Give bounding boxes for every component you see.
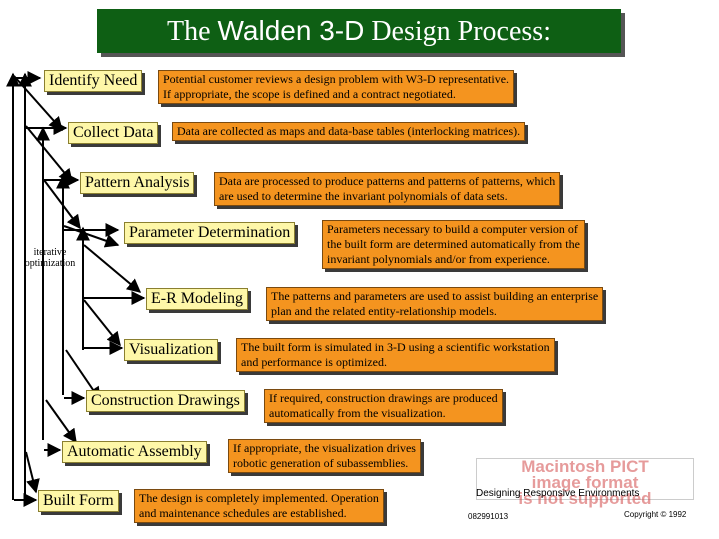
- flow-arrow: [63, 225, 120, 248]
- stage-parameter-determination: Parameter Determination: [124, 222, 296, 244]
- stage-description: Potential customer reviews a design prob…: [158, 70, 515, 104]
- flow-arrow: [83, 244, 142, 293]
- unsupported-image-placeholder: Macintosh PICT image format is not suppo…: [476, 458, 694, 507]
- page-title: The Walden 3-D Design Process:: [97, 9, 621, 53]
- flow-arrow: [43, 179, 81, 230]
- stage-description: If appropriate, the visualization drives…: [228, 439, 421, 473]
- stage-description: If required, construction drawings are p…: [264, 389, 503, 423]
- stage-description: The built form is simulated in 3-D using…: [236, 338, 555, 372]
- feedback-label: iterative optimization: [24, 247, 76, 269]
- stage-visualization: Visualization: [124, 339, 219, 361]
- stage-automatic-assembly: Automatic Assembly: [62, 441, 207, 463]
- stage-construction-drawings: Construction Drawings: [86, 390, 245, 412]
- flow-arrow: [25, 125, 73, 184]
- stage-pattern-analysis: Pattern Analysis: [80, 172, 195, 194]
- stage-collect-data: Collect Data: [68, 122, 159, 144]
- stage-description: The design is completely implemented. Op…: [134, 489, 384, 523]
- footer-copyright: Copyright © 1992: [624, 510, 687, 519]
- footer-org: Designing Responsive Environments: [476, 488, 640, 499]
- footer-code: 082991013: [468, 512, 509, 521]
- stage-description: The patterns and parameters are used to …: [266, 287, 604, 321]
- stage-built-form: Built Form: [38, 490, 119, 512]
- stage-description: Parameters necessary to build a computer…: [322, 220, 585, 269]
- stage-description: Data are processed to produce patterns a…: [214, 172, 561, 206]
- flow-arrow: [83, 299, 121, 347]
- stage-er-modeling: E-R Modeling: [146, 288, 248, 310]
- placeholder-text: Macintosh PICT image format is not suppo…: [518, 457, 652, 508]
- stage-identify-need: Identify Need: [44, 70, 143, 92]
- flow-arrow: [45, 399, 77, 444]
- flow-arrow: [25, 451, 40, 494]
- stage-description: Data are collected as maps and data-base…: [172, 122, 526, 141]
